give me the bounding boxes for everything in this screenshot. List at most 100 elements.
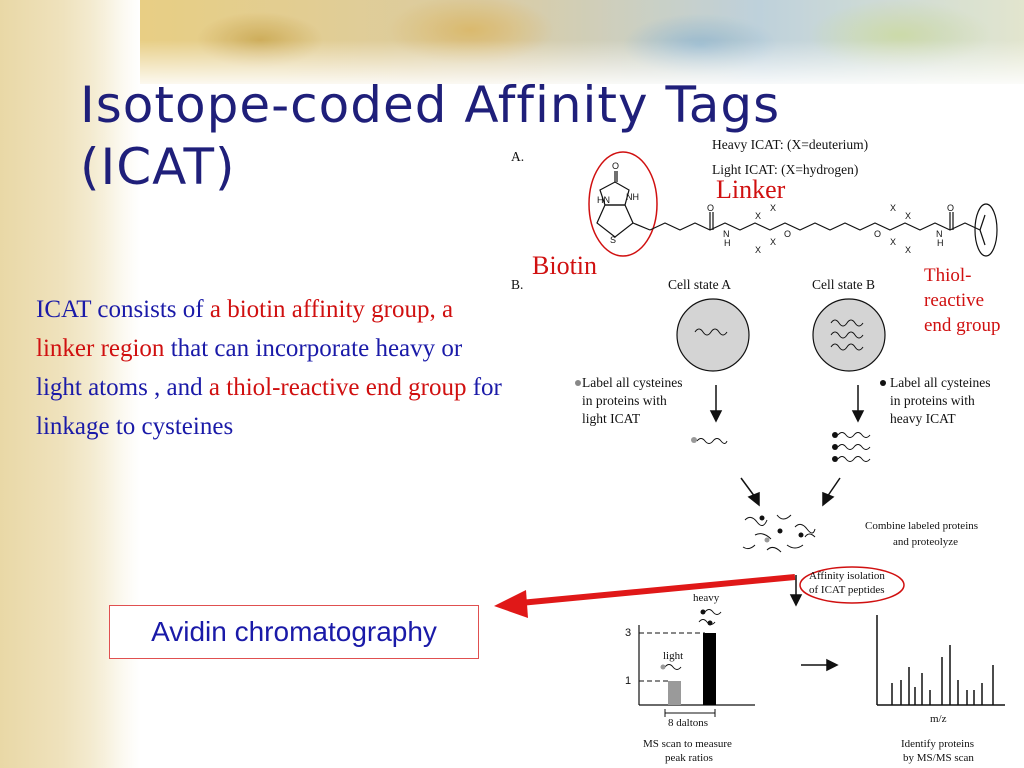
atom-o-4: O (874, 229, 882, 239)
atom-nh: NH (626, 192, 639, 202)
identify-label-2: by MS/MS scan (903, 752, 974, 764)
ms-bar-light (668, 681, 681, 705)
heavy-tag-1 (832, 432, 838, 438)
thiol-circle (974, 203, 998, 257)
text-linker-region: a linker region (36, 296, 454, 362)
cell-b-protein-3 (830, 343, 864, 351)
atom-x-2: X (770, 203, 777, 213)
thiol-label-2: reactive (924, 290, 985, 311)
cell-b-protein-1 (830, 319, 864, 327)
text-comma: , (429, 296, 443, 323)
title-line-2: (ICAT) (80, 138, 236, 196)
ms-bar-heavy (703, 633, 716, 705)
process-arrows (709, 385, 865, 672)
peptide-fragments (742, 514, 816, 553)
mz-label: m/z (930, 713, 947, 725)
atom-n-1: N (723, 229, 730, 239)
atom-o-3: O (784, 229, 792, 239)
light-icat-label: Light ICAT: (X=hydrogen) (712, 162, 859, 177)
atom-o-2: O (707, 203, 715, 213)
tick-1: 1 (625, 675, 632, 687)
msms-spectrum (876, 615, 1005, 706)
affinity-label-1: Affinity isolation (809, 570, 885, 582)
ms-bar-chart (638, 609, 755, 717)
cell-a-circle (676, 298, 750, 372)
cell-a-label: Cell state A (668, 277, 731, 292)
red-arrow-head (494, 590, 528, 618)
atom-x-5: X (890, 203, 897, 213)
avidin-chromatography-box: Avidin chromatography (109, 605, 479, 659)
leaf-banner-fade (140, 40, 1024, 90)
ms-scan-label-1: MS scan to measure (643, 738, 732, 750)
atom-n-2: N (936, 229, 943, 239)
bullet-heavy (880, 380, 886, 386)
panel-a-label: A. (511, 149, 525, 164)
heavy-tag-2 (832, 444, 838, 450)
avidin-label: Avidin chromatography (151, 616, 437, 647)
tick-3: 3 (625, 627, 632, 639)
text-biotin-group: a biotin affinity group (209, 296, 430, 323)
figure-drawing (575, 151, 1005, 717)
cell-a-protein (694, 328, 728, 336)
atom-x-1: X (755, 211, 762, 221)
label-light-2: in proteins with (582, 393, 667, 408)
combine-label-2: and proteolyze (893, 536, 959, 548)
thiol-label-3: end group (924, 315, 1001, 336)
body-paragraph: ICAT consists of a biotin affinity group… (36, 290, 506, 446)
atom-x-7: X (890, 237, 897, 247)
atom-s: S (610, 235, 617, 245)
label-heavy-2: in proteins with (890, 393, 975, 408)
text-icat: ICAT (36, 296, 92, 323)
atom-x-4: X (770, 237, 777, 247)
imidazolidinone-ring (599, 181, 630, 206)
thiol-label-1: Thiol- (924, 265, 972, 286)
biotin-structure (596, 171, 651, 238)
affinity-circle (799, 566, 905, 604)
ms-scan-label-2: peak ratios (665, 752, 713, 764)
atom-x-3: X (755, 245, 762, 255)
atom-h-1: H (724, 238, 731, 248)
icat-figure: A. Heavy ICAT: (X=deuterium) Light ICAT:… (505, 135, 1024, 768)
label-light-1: Label all cysteines (582, 375, 683, 390)
cell-b-protein-2 (830, 331, 864, 339)
identify-label-1: Identify proteins (901, 738, 975, 750)
end-bond-1 (979, 214, 986, 231)
thiophane-ring (596, 204, 634, 238)
cell-b-label: Cell state B (812, 277, 875, 292)
linker-chain (649, 222, 981, 231)
text-linkage: for linkage to cysteines (36, 374, 502, 440)
linker-label: Linker (716, 175, 786, 204)
label-heavy-1: Label all cysteines (890, 375, 991, 390)
end-bond-2 (979, 229, 986, 246)
light-label: light (663, 650, 684, 662)
atom-x-8: X (905, 245, 912, 255)
atom-x-6: X (905, 211, 912, 221)
biotin-label: Biotin (532, 251, 598, 280)
text-consists: consists of (91, 296, 210, 323)
label-light-3: light ICAT (582, 411, 641, 426)
atom-o-1: O (612, 161, 620, 171)
title-line-1: Isotope-coded Affinity Tags (80, 76, 781, 134)
label-heavy-3: heavy ICAT (890, 411, 956, 426)
text-thiol-group: a thiol-reactive end group (208, 374, 467, 401)
red-arrow-line (519, 574, 796, 606)
text-incorporate: that can incorporate heavy or light atom… (36, 335, 463, 401)
heavy-tag-3 (832, 456, 838, 462)
slide-title: Isotope-coded Affinity Tags (ICAT) (80, 74, 960, 198)
atom-o-5: O (947, 203, 955, 213)
light-peptide (696, 438, 728, 444)
heavy-icat-label: Heavy ICAT: (X=deuterium) (712, 137, 869, 152)
panel-b-label: B. (511, 277, 524, 292)
combine-label-1: Combine labeled proteins (865, 520, 979, 532)
affinity-label-2: of ICAT peptides (809, 584, 885, 596)
bullet-light (575, 380, 581, 386)
atom-h-2: H (937, 238, 944, 248)
atom-hn: HN (597, 195, 610, 205)
heavy-label: heavy (693, 592, 720, 604)
daltons-label: 8 daltons (668, 717, 709, 729)
light-tag (691, 437, 697, 443)
cell-b-circle (812, 298, 886, 372)
biotin-circle (588, 151, 658, 257)
